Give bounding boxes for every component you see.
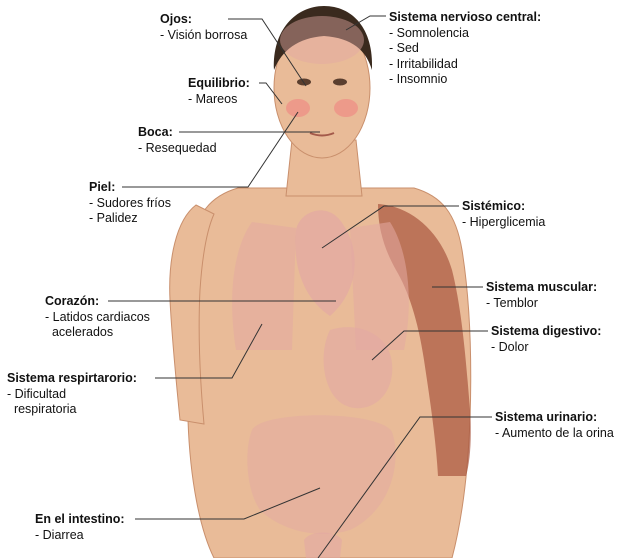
label-item-digestivo: - Dolor xyxy=(491,340,601,356)
left-cheek-flush xyxy=(286,99,310,117)
right-eye xyxy=(333,79,347,86)
label-title-ojos: Ojos: xyxy=(160,12,247,28)
label-urinario: Sistema urinario:- Aumento de la orina xyxy=(495,410,614,441)
label-title-digestivo: Sistema digestivo: xyxy=(491,324,601,340)
label-piel: Piel:- Sudores fríos- Palidez xyxy=(89,180,171,227)
label-title-respiratorio: Sistema respirtarorio: xyxy=(7,371,137,387)
label-ojos: Ojos:- Visión borrosa xyxy=(160,12,247,43)
label-item-equilibrio: - Mareos xyxy=(188,92,250,108)
label-nervioso: Sistema nervioso central:- Somnolencia- … xyxy=(389,10,541,88)
label-respiratorio: Sistema respirtarorio:- Dificultad respi… xyxy=(7,371,137,418)
label-equilibrio: Equilibrio:- Mareos xyxy=(188,76,250,107)
label-title-nervioso: Sistema nervioso central: xyxy=(389,10,541,26)
label-title-equilibrio: Equilibrio: xyxy=(188,76,250,92)
label-digestivo: Sistema digestivo:- Dolor xyxy=(491,324,601,355)
label-title-urinario: Sistema urinario: xyxy=(495,410,614,426)
label-item-sistemico: - Hiperglicemia xyxy=(462,215,545,231)
bladder xyxy=(304,533,342,558)
label-item-nervioso: - Sed xyxy=(389,41,541,57)
label-title-piel: Piel: xyxy=(89,180,171,196)
label-title-intestino: En el intestino: xyxy=(35,512,125,528)
label-item-corazon: acelerados xyxy=(45,325,150,341)
label-item-piel: - Palidez xyxy=(89,211,171,227)
label-corazon: Corazón:- Latidos cardiacos acelerados xyxy=(45,294,150,341)
label-sistemico: Sistémico:- Hiperglicemia xyxy=(462,199,545,230)
label-item-piel: - Sudores fríos xyxy=(89,196,171,212)
left-eye xyxy=(297,79,311,86)
label-title-corazon: Corazón: xyxy=(45,294,150,310)
label-title-boca: Boca: xyxy=(138,125,217,141)
label-item-urinario: - Aumento de la orina xyxy=(495,426,614,442)
label-item-ojos: - Visión borrosa xyxy=(160,28,247,44)
label-item-corazon: - Latidos cardiacos xyxy=(45,310,150,326)
label-item-nervioso: - Insomnio xyxy=(389,72,541,88)
label-boca: Boca:- Resequedad xyxy=(138,125,217,156)
label-item-respiratorio: - Dificultad xyxy=(7,387,137,403)
label-item-muscular: - Temblor xyxy=(486,296,597,312)
label-title-sistemico: Sistémico: xyxy=(462,199,545,215)
label-item-intestino: - Diarrea xyxy=(35,528,125,544)
label-item-nervioso: - Irritabilidad xyxy=(389,57,541,73)
brain-overlay xyxy=(280,16,364,64)
label-title-muscular: Sistema muscular: xyxy=(486,280,597,296)
label-item-boca: - Resequedad xyxy=(138,141,217,157)
label-intestino: En el intestino:- Diarrea xyxy=(35,512,125,543)
label-muscular: Sistema muscular:- Temblor xyxy=(486,280,597,311)
label-item-respiratorio: respiratoria xyxy=(7,402,137,418)
right-cheek-flush xyxy=(334,99,358,117)
label-item-nervioso: - Somnolencia xyxy=(389,26,541,42)
